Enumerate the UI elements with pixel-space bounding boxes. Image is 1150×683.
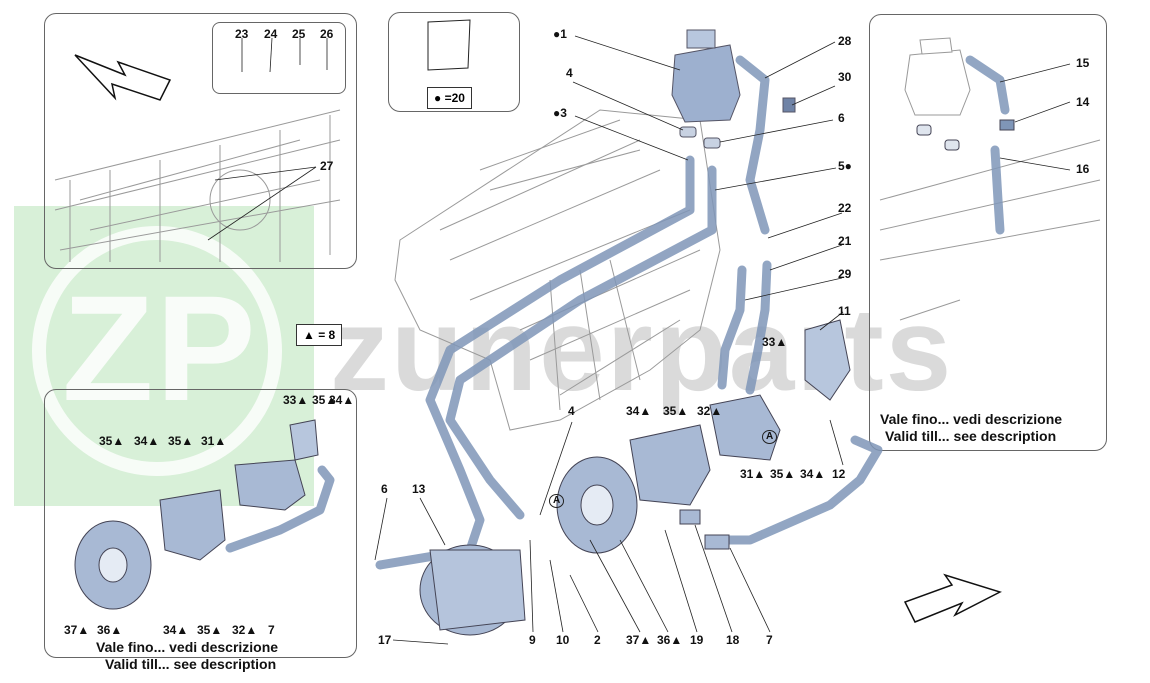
left-callout-35c: 35▲ — [197, 623, 223, 637]
chassis-hub — [209, 169, 271, 231]
callout-30: 30 — [838, 70, 852, 84]
hose-7 — [710, 435, 883, 545]
callout-6-bottom: 6 — [381, 482, 388, 496]
callout-18: 18 — [726, 633, 740, 647]
left-bracket-33 — [289, 419, 319, 461]
callout-31-right: 31▲ — [740, 467, 766, 481]
left-pump-31 — [234, 459, 306, 511]
hose-28 — [735, 55, 770, 235]
left-pump-body — [159, 489, 226, 561]
callout-1: ●1 — [553, 27, 567, 41]
label-panel — [388, 12, 520, 112]
callout-34-right: 34▲ — [800, 467, 826, 481]
fitting-18 — [679, 509, 701, 525]
callout-29: 29 — [838, 267, 852, 281]
callout-21: 21 — [838, 234, 852, 248]
callout-5: 5● — [838, 159, 852, 173]
callout-19: 19 — [690, 633, 704, 647]
right-note-it: Vale fino... vedi descrizione — [880, 411, 1063, 427]
callout-11: 11 — [838, 304, 851, 318]
callout-27: 27 — [320, 159, 334, 173]
clamp-4 — [679, 126, 697, 138]
hose-21 — [745, 260, 772, 395]
callout-17: 17 — [378, 633, 392, 647]
callout-9: 9 — [529, 633, 536, 647]
circle-a-1: A — [762, 430, 778, 444]
hose-13 — [375, 155, 695, 570]
callout-6-top: 6 — [838, 111, 845, 125]
left-callout-37: 37▲ — [64, 623, 90, 637]
callout-25: 25 — [292, 27, 306, 41]
callout-23: 23 — [235, 27, 249, 41]
clip-30 — [782, 97, 796, 113]
hose-5 — [445, 165, 717, 520]
callout-26: 26 — [320, 27, 334, 41]
direction-arrow-top — [74, 54, 172, 101]
callout-3: ●3 — [553, 106, 567, 120]
legend-dot: ● =20 — [427, 87, 472, 109]
direction-arrow-bottom — [903, 573, 1002, 623]
left-note-it: Vale fino... vedi descrizione — [96, 639, 279, 655]
label-flag — [427, 19, 471, 71]
callout-35-right: 35▲ — [770, 467, 796, 481]
hose-7-left — [225, 465, 335, 553]
callout-12: 12 — [832, 467, 846, 481]
callout-22: 22 — [838, 201, 852, 215]
callout-28: 28 — [838, 34, 852, 48]
callout-10: 10 — [556, 633, 570, 647]
callout-33-mid: 33▲ — [762, 335, 788, 349]
callout-15: 15 — [1076, 56, 1090, 70]
pump-31 — [709, 394, 781, 461]
circle-a-2: A — [549, 494, 565, 508]
fitting-19 — [704, 534, 730, 550]
callout-24: 24 — [264, 27, 278, 41]
right-note-en: Valid till... see description — [885, 428, 1057, 444]
callout-7-mid: 7 — [766, 633, 773, 647]
left-callout-35a: 35▲ — [99, 434, 125, 448]
left-callout-7: 7 — [268, 623, 275, 637]
callout-13: 13 — [412, 482, 426, 496]
callout-32-mid: 32▲ — [697, 404, 723, 418]
reservoir — [671, 44, 741, 123]
left-note-en: Valid till... see description — [105, 656, 277, 672]
right-detail-panel — [869, 14, 1107, 451]
callout-4-bottom: 4 — [568, 404, 575, 418]
callout-14: 14 — [1076, 95, 1090, 109]
chassis-panel — [44, 13, 357, 269]
left-callout-34a: 34▲ — [134, 434, 160, 448]
bracket-11 — [804, 319, 851, 401]
left-callout-31: 31▲ — [201, 434, 227, 448]
left-detail-panel — [44, 389, 357, 658]
hose-15-right — [965, 55, 1010, 115]
left-callout-35: 35▲ — [312, 393, 338, 407]
callout-4-top: 4 — [566, 66, 573, 80]
callout-35-mid: 35▲ — [663, 404, 689, 418]
left-callout-34b: 34▲ — [163, 623, 189, 637]
left-callout-35b: 35▲ — [168, 434, 194, 448]
callout-34-mid: 34▲ — [626, 404, 652, 418]
callout-16: 16 — [1076, 162, 1090, 176]
legend-triangle: ▲ = 8 — [296, 324, 343, 346]
connector-14 — [999, 119, 1015, 131]
callout-37-mid: 37▲ — [626, 633, 652, 647]
bracket-inset-panel — [212, 22, 346, 94]
left-callout-34: 34▲ — [329, 393, 355, 407]
hose-16-right — [990, 145, 1005, 235]
clamp-6 — [703, 137, 721, 149]
left-callout-32: 32▲ — [232, 623, 258, 637]
chassis-frame — [54, 109, 341, 262]
pump-body-32 — [629, 424, 711, 506]
callout-2: 2 — [594, 633, 601, 647]
hose-29 — [717, 265, 747, 390]
left-callout-33: 33▲ — [283, 393, 309, 407]
left-callout-36: 36▲ — [97, 623, 123, 637]
callout-36-mid: 36▲ — [657, 633, 683, 647]
watermark-logo: ZP — [62, 264, 258, 432]
right-clamp-a — [916, 124, 932, 136]
right-clamp-b — [944, 139, 960, 151]
